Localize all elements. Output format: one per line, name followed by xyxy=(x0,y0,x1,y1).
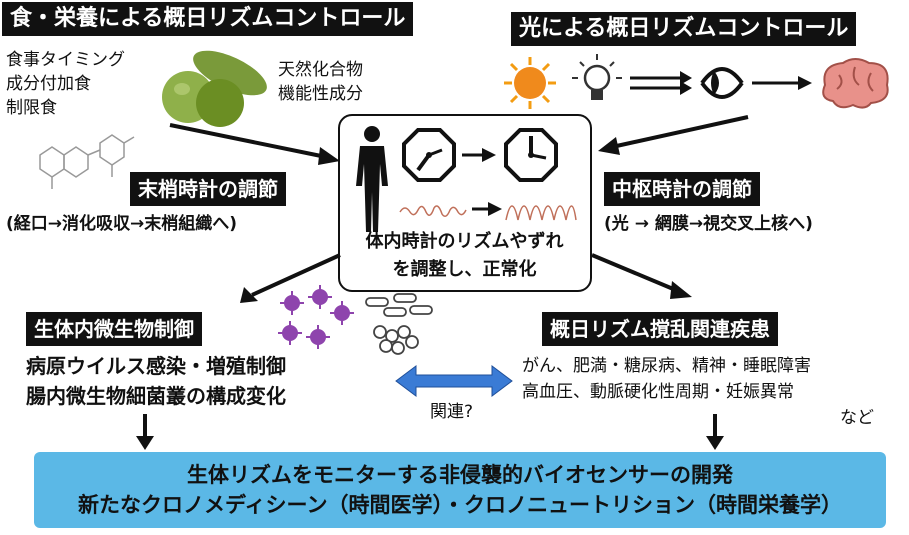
arrow-center-to-microbe xyxy=(240,253,341,303)
double-arrow xyxy=(630,71,692,95)
arrow-center-to-disease xyxy=(591,253,692,299)
clock-icon xyxy=(402,128,456,182)
center-text-line2: を調整し、正常化 xyxy=(392,259,537,280)
sun-icon xyxy=(504,57,556,109)
arrow-light-to-center xyxy=(598,115,749,155)
food-control-header: 食・栄養による概日リズムコントロール xyxy=(2,2,414,36)
fruit-icon xyxy=(162,50,267,127)
peripheral-clock-path: (経口→消化吸収→末梢組織へ) xyxy=(6,214,238,234)
light-control-header: 光による概日リズムコントロール xyxy=(511,12,857,46)
lightbulb-icon xyxy=(572,54,622,100)
peripheral-clock-label: 末梢時計の調節 xyxy=(130,172,286,206)
food-item-added: 成分付加食 xyxy=(6,74,91,94)
wave-arrow xyxy=(472,202,502,216)
eye-icon xyxy=(700,67,744,99)
microbe-item-virus: 病原ウイルス感染・増殖制御 xyxy=(26,354,286,378)
regular-wave xyxy=(505,205,577,221)
arrow-disease-down xyxy=(706,414,724,450)
center-text-line1: 体内時計のリズムやずれ xyxy=(365,231,564,252)
functional-ingredient-label: 機能性成分 xyxy=(278,84,363,104)
arrow-microbe-down xyxy=(136,414,154,450)
relation-label: 関連? xyxy=(430,402,474,422)
molecule-icon xyxy=(39,134,135,189)
bottom-line-biosensor: 生体リズムをモニターする非侵襲的バイオセンサーの開発 xyxy=(187,463,733,487)
arrow-eye-to-brain xyxy=(752,76,812,90)
food-item-timing: 食事タイミング xyxy=(6,50,125,70)
natural-compound-label: 天然化合物 xyxy=(278,60,363,80)
disease-item-etc: など xyxy=(840,408,874,428)
center-body-clock-box: 体内時計のリズムやずれ を調整し、正常化 xyxy=(338,114,592,292)
central-clock-path: (光 → 網膜→視交叉上核へ) xyxy=(604,214,813,234)
clock-arrow xyxy=(462,148,496,162)
disease-item-1: がん、肥満・糖尿病、精神・睡眠障害 xyxy=(522,356,811,376)
bottom-line-chrono: 新たなクロノメディシーン（時間医学）・クロノニュートリション（時間栄養学） xyxy=(78,493,842,517)
arrow-food-to-center xyxy=(169,123,340,165)
clock-icon xyxy=(504,128,558,182)
bacteria-icon xyxy=(365,293,433,355)
circadian-disease-label: 概日リズム撹乱関連疾患 xyxy=(542,312,778,346)
microbe-item-gut: 腸内微生物細菌叢の構成変化 xyxy=(26,384,286,408)
disease-item-2: 高血圧、動脈硬化性周期・妊娠異常 xyxy=(522,382,794,402)
food-item-restricted: 制限食 xyxy=(6,98,57,118)
central-clock-label: 中枢時計の調節 xyxy=(604,172,760,206)
brain-icon xyxy=(822,58,889,109)
bottom-conclusion-bar: 生体リズムをモニターする非侵襲的バイオセンサーの開発 新たなクロノメディシーン（… xyxy=(34,452,886,528)
virus-icon xyxy=(278,285,354,349)
irregular-wave xyxy=(399,205,467,217)
microbe-control-label: 生体内微生物制御 xyxy=(26,312,202,346)
relation-double-arrow xyxy=(395,365,513,397)
human-silhouette-icon xyxy=(356,126,388,232)
